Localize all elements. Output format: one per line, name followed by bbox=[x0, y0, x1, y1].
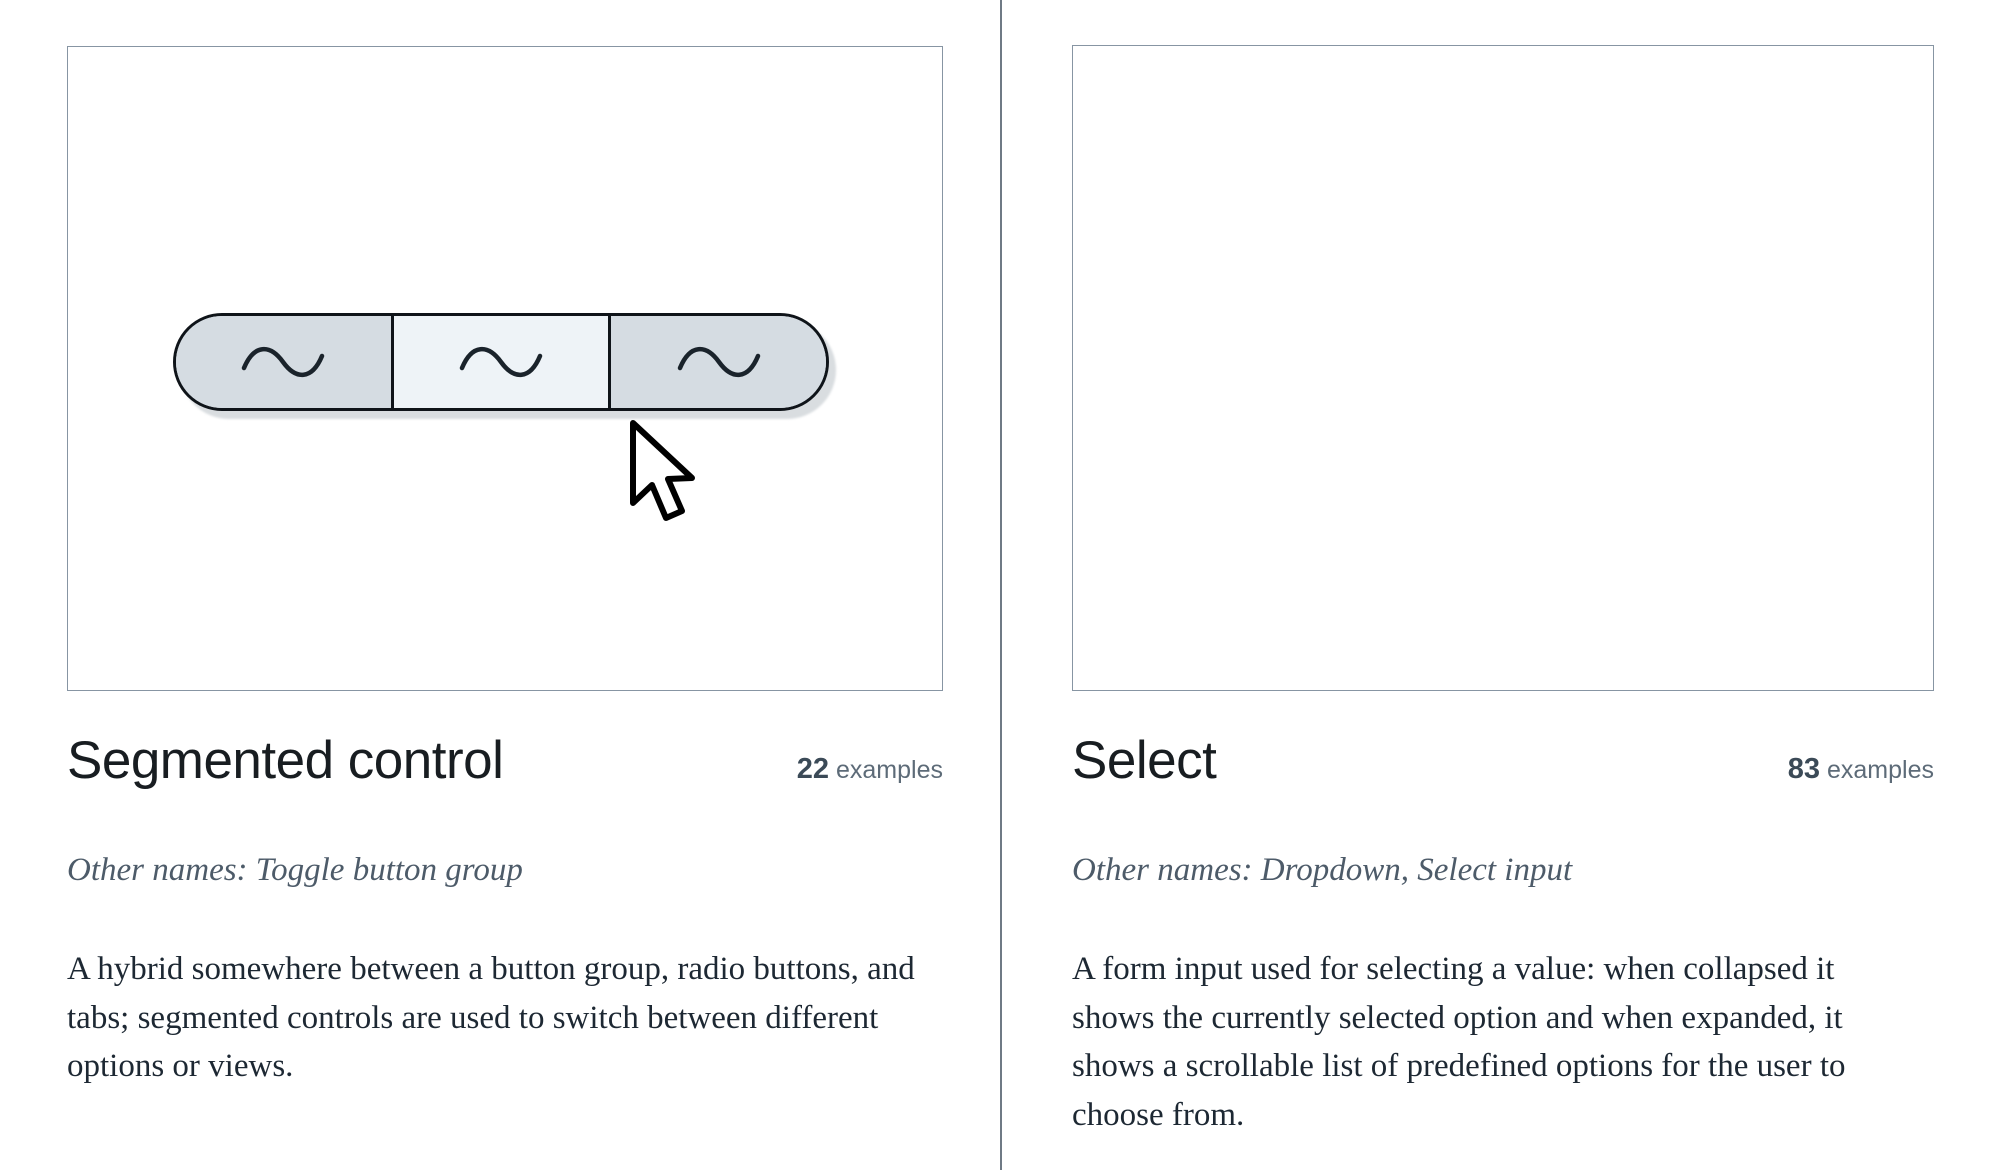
component-description: A form input used for selecting a value:… bbox=[1072, 951, 1846, 1133]
component-description: A hybrid somewhere between a button grou… bbox=[67, 951, 915, 1084]
illustration-frame-select bbox=[1072, 45, 1934, 691]
component-card-segmented-control[interactable]: Segmented control 22 examples Other name… bbox=[0, 0, 1000, 1170]
mouse-pointer-icon bbox=[628, 419, 698, 525]
squiggle-icon bbox=[676, 342, 762, 382]
other-names-line: Other names: Toggle button group bbox=[67, 852, 523, 888]
examples-count-badge: 22 examples bbox=[797, 753, 943, 786]
page-title: Select bbox=[1072, 731, 1217, 790]
examples-count-label: examples bbox=[1827, 756, 1934, 784]
card-header-segmented-control: Segmented control 22 examples bbox=[67, 733, 943, 789]
examples-count-label: examples bbox=[836, 756, 943, 784]
page-title: Segmented control bbox=[67, 731, 504, 790]
segmented-control-segment-3[interactable] bbox=[608, 316, 826, 408]
squiggle-icon bbox=[240, 342, 326, 382]
examples-count-badge: 83 examples bbox=[1788, 753, 1934, 786]
examples-count-number: 83 bbox=[1787, 753, 1821, 785]
examples-count-number: 22 bbox=[796, 753, 830, 785]
segmented-control-segment-2[interactable] bbox=[390, 316, 609, 408]
segmented-control-segment-1[interactable] bbox=[176, 316, 391, 408]
squiggle-icon bbox=[458, 342, 544, 382]
segmented-control-widget[interactable] bbox=[173, 313, 829, 411]
other-names-line: Other names: Dropdown, Select input bbox=[1072, 852, 1573, 888]
column-divider bbox=[1000, 0, 1002, 1170]
card-header-select: Select 83 examples bbox=[1072, 733, 1934, 789]
component-card-select[interactable]: Select 83 examples Other names: Dropdown… bbox=[1002, 0, 2000, 1170]
segmented-control-illustration bbox=[166, 307, 836, 427]
illustration-frame-segmented-control bbox=[67, 46, 943, 691]
